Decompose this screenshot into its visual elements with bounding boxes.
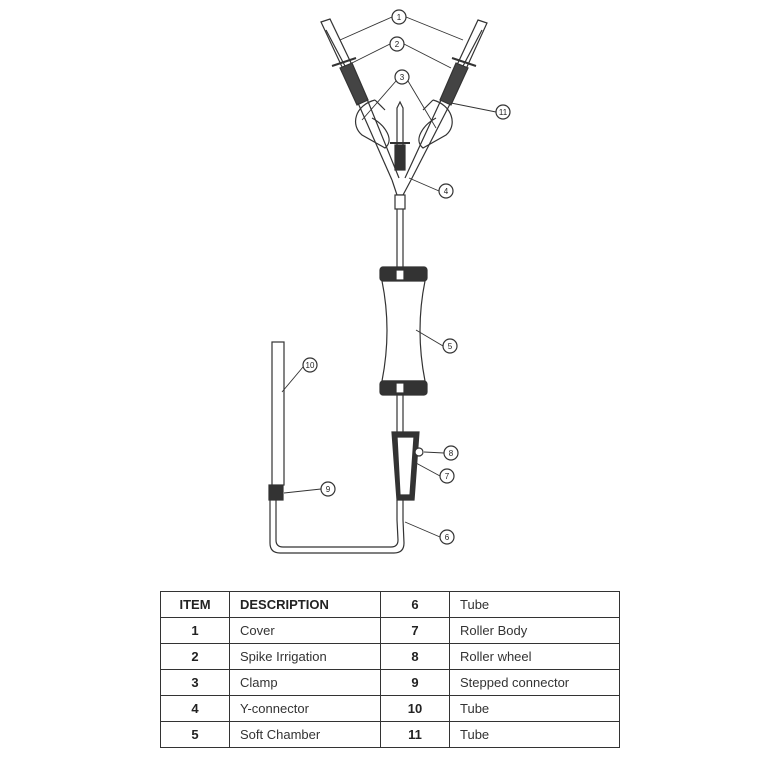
roller-clamp [391, 431, 424, 501]
callout-7: 7 [445, 472, 450, 481]
callout-11: 11 [499, 108, 508, 117]
right-spike [404, 19, 488, 181]
table-cell-description: Stepped connector [449, 669, 620, 696]
table-cell-description: Roller wheel [449, 643, 620, 670]
table-cell-item: 7 [380, 617, 450, 644]
callout-4: 4 [444, 187, 449, 196]
table-row: 3 Clamp 9 Stepped connector [160, 669, 620, 696]
table-cell-item: 9 [380, 669, 450, 696]
table-cell-description: Tube [449, 591, 620, 618]
table-cell-description: Soft Chamber [229, 721, 381, 748]
table-cell-description: Tube [449, 721, 620, 748]
table-row: 2 Spike Irrigation 8 Roller wheel [160, 643, 620, 670]
table-cell-description: Roller Body [449, 617, 620, 644]
table-cell-description: Clamp [229, 669, 381, 696]
callout-3: 3 [400, 73, 405, 82]
irrigation-set-diagram: 1 2 3 4 5 6 7 8 9 10 11 [268, 9, 511, 554]
header-description: DESCRIPTION [229, 591, 381, 618]
table-header-row: ITEM DESCRIPTION 6 Tube [160, 591, 620, 618]
table-row: 4 Y-connector 10 Tube [160, 695, 620, 722]
table-row: 5 Soft Chamber 11 Tube [160, 721, 620, 748]
parts-table: ITEM DESCRIPTION 6 Tube 1 Cover 7 Roller… [160, 591, 620, 748]
table-cell-item: 8 [380, 643, 450, 670]
soft-chamber [379, 266, 428, 396]
table-cell-item: 5 [160, 721, 230, 748]
callout-1: 1 [397, 13, 402, 22]
table-cell-item: 10 [380, 695, 450, 722]
tube-10 [271, 341, 285, 486]
table-cell-description: Spike Irrigation [229, 643, 381, 670]
header-item: ITEM [160, 591, 230, 618]
table-cell-description: Y-connector [229, 695, 381, 722]
center-spike [390, 100, 410, 171]
stepped-connector [268, 484, 284, 501]
callout-9: 9 [326, 485, 331, 494]
table-cell-item: 1 [160, 617, 230, 644]
y-connector [394, 194, 406, 210]
table-cell-description: Tube [449, 695, 620, 722]
table-cell-item: 6 [380, 591, 450, 618]
table-cell-item: 3 [160, 669, 230, 696]
left-clamp [354, 99, 390, 149]
callout-10: 10 [306, 361, 315, 370]
callout-2: 2 [395, 40, 400, 49]
left-spike [320, 18, 400, 181]
table-cell-item: 4 [160, 695, 230, 722]
callout-5: 5 [448, 342, 453, 351]
table-row: 1 Cover 7 Roller Body [160, 617, 620, 644]
table-cell-item: 2 [160, 643, 230, 670]
table-cell-item: 11 [380, 721, 450, 748]
callout-6: 6 [445, 533, 450, 542]
callout-8: 8 [449, 449, 454, 458]
table-cell-description: Cover [229, 617, 381, 644]
